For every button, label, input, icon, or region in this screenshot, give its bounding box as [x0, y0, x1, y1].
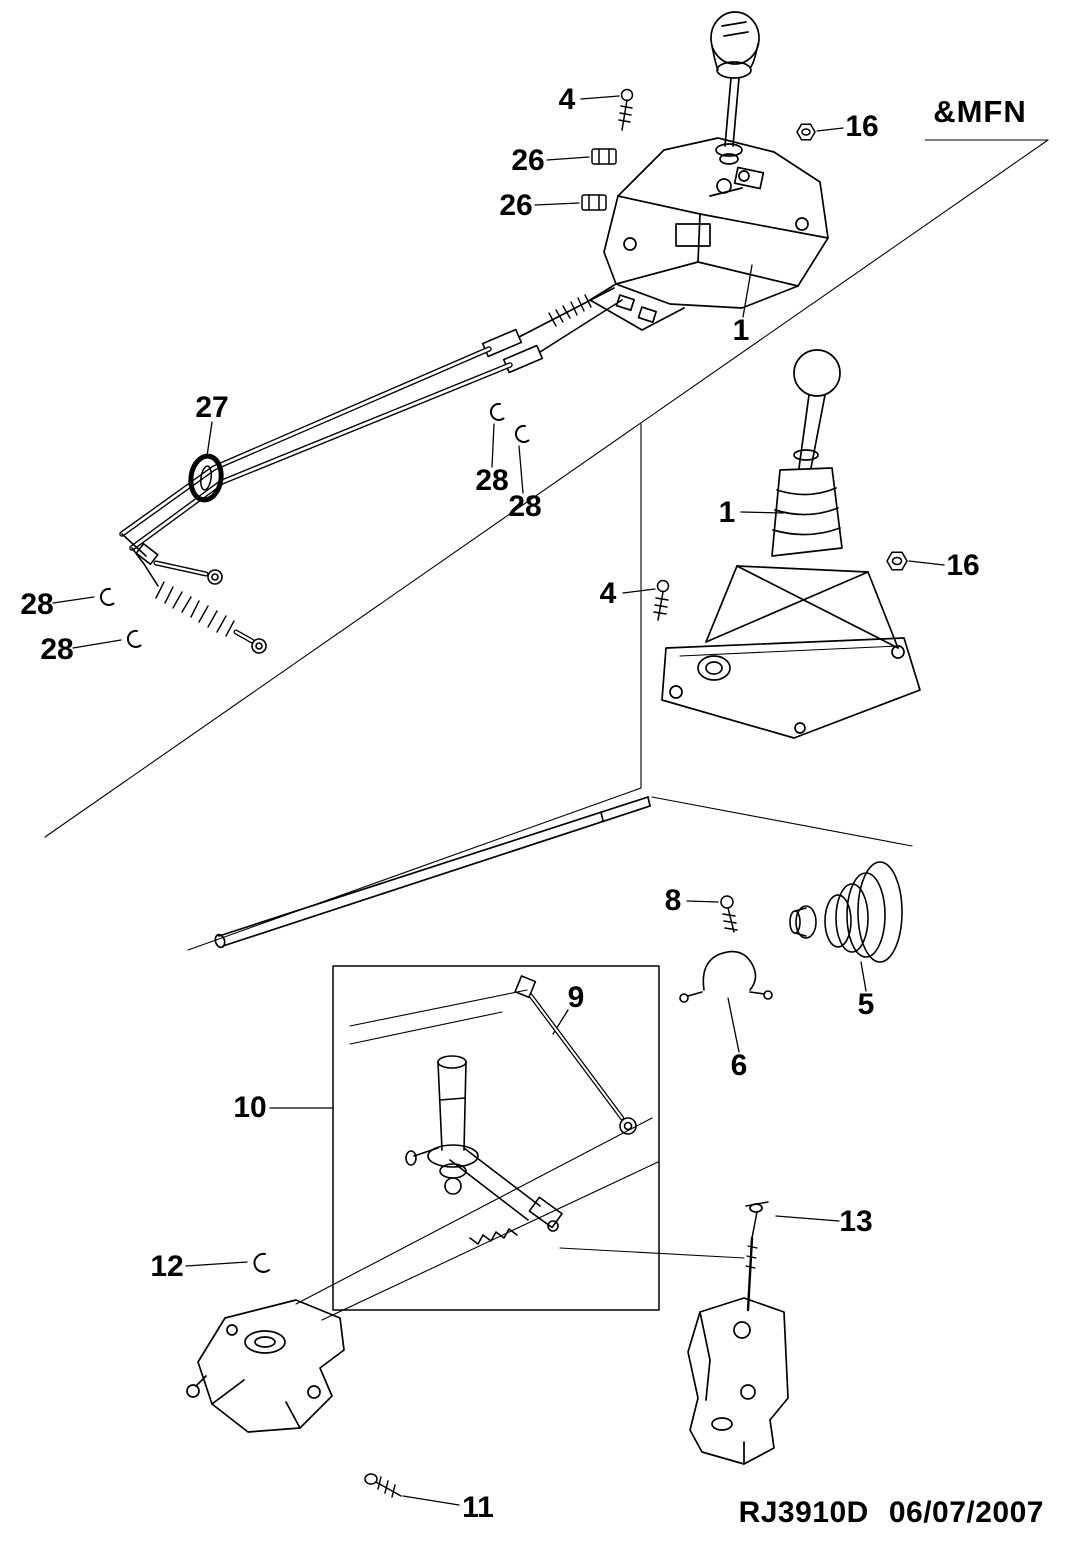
callout-27: 27 — [195, 391, 229, 424]
bolt-11 — [364, 1473, 402, 1498]
gearshift-rod — [214, 796, 651, 949]
callout-26-a: 26 — [511, 144, 545, 177]
callout-5: 5 — [857, 988, 875, 1021]
callout-28-b: 28 — [508, 490, 542, 523]
gearshift-assembly-upper — [589, 11, 829, 331]
callout-12: 12 — [150, 1250, 184, 1283]
screw-4-lower — [653, 579, 670, 621]
clip-28-d — [126, 629, 142, 648]
callout-1-upper: 1 — [732, 314, 750, 347]
nut-16-lower — [886, 551, 908, 571]
drawing-date: 06/07/2007 — [888, 1496, 1044, 1529]
mount-bracket-left — [186, 1299, 345, 1433]
gearshift-assembly-lower — [661, 349, 921, 739]
clip-28-a — [489, 402, 505, 421]
callout-16-lower: 16 — [946, 549, 980, 582]
drawing-number: RJ3910D — [738, 1496, 869, 1529]
shift-cables — [119, 287, 623, 654]
boot-5 — [789, 861, 903, 963]
callout-26-b: 26 — [499, 189, 533, 222]
callout-8: 8 — [664, 884, 682, 917]
callout-11: 11 — [462, 1491, 494, 1524]
callout-6: 6 — [730, 1049, 748, 1082]
bolt-8 — [720, 895, 738, 933]
clip-26-b — [581, 194, 607, 211]
clip-28-c — [99, 587, 115, 606]
construction-lines — [44, 139, 1049, 1321]
leader-lines — [52, 95, 945, 1506]
callout-9: 9 — [567, 981, 585, 1014]
callout-4-lower: 4 — [599, 577, 617, 610]
shift-linkage-10 — [349, 975, 637, 1245]
ref-label: &MFN — [933, 94, 1027, 129]
clamp-6 — [679, 950, 773, 1003]
screw-4-upper — [618, 88, 634, 131]
callout-13: 13 — [839, 1205, 873, 1238]
clip-28-b — [514, 424, 530, 443]
mount-bracket-right — [687, 1201, 789, 1465]
clip-12 — [253, 1252, 270, 1273]
callout-4-upper: 4 — [558, 83, 576, 116]
clip-26-a — [591, 148, 617, 165]
detail-box-10 — [332, 965, 660, 1311]
callout-1-lower: 1 — [718, 496, 736, 529]
callout-28-d: 28 — [40, 633, 74, 666]
callout-28-a: 28 — [475, 464, 509, 497]
nut-16-upper — [796, 123, 816, 141]
callout-16-upper: 16 — [845, 110, 879, 143]
callout-10: 10 — [233, 1091, 267, 1124]
drawing-footer: RJ3910D 06/07/2007 — [739, 1496, 1044, 1530]
callout-28-c: 28 — [20, 588, 54, 621]
grommet-27 — [188, 453, 224, 503]
